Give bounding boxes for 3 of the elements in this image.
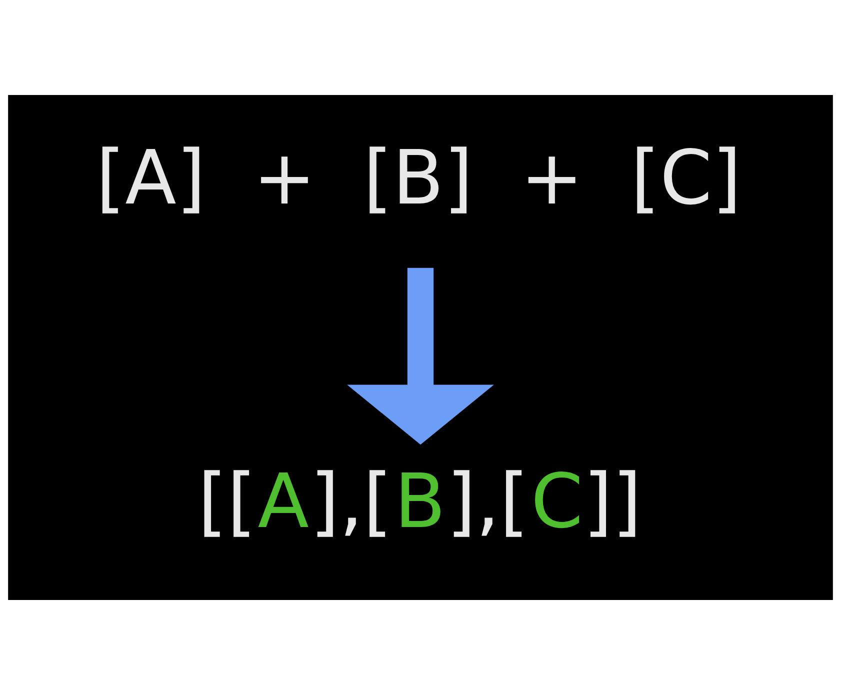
arrow: [347, 268, 494, 445]
node-text: [A] + [B] + [C]: [96, 134, 742, 222]
node-text: [[A],[B],[C]]: [198, 458, 642, 546]
